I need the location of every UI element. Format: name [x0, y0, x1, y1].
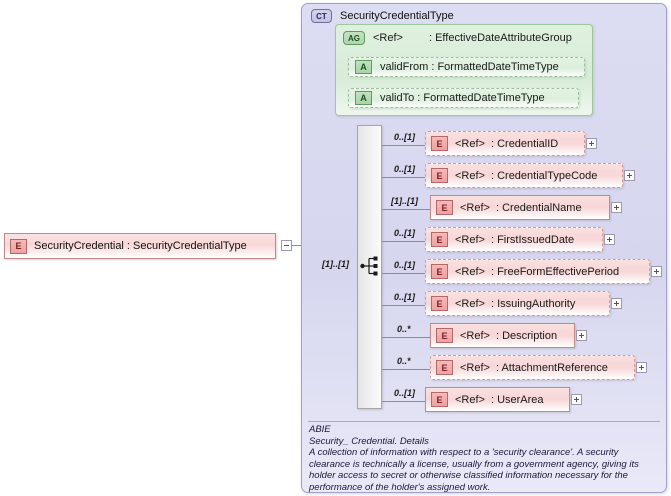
element-row-firstissueddate[interactable]: E <Ref> : FirstIssuedDate — [425, 227, 603, 252]
element-ref: <Ref> — [455, 265, 485, 278]
documentation-line-dictionary-entry: Security_ Credential. Details — [309, 435, 429, 447]
complextype-icon: CT — [311, 9, 332, 23]
attribute-icon: A — [355, 60, 372, 74]
element-icon: E — [436, 328, 453, 343]
cardinality-sequence: [1]..[1] — [322, 259, 349, 269]
cardinality-description: 0..* — [397, 324, 411, 334]
attribute-group-header: AG <Ref> : EffectiveDateAttributeGroup — [343, 31, 572, 45]
element-icon: E — [431, 136, 448, 151]
cardinality-credentialid: 0..[1] — [394, 132, 416, 142]
expand-toggle-issuingauthority[interactable] — [611, 298, 622, 309]
connector-row-4 — [382, 241, 428, 242]
attribute-row-validfrom[interactable]: A validFrom : FormattedDateTimeType — [348, 57, 585, 77]
element-ref: <Ref> — [460, 201, 490, 214]
attribute-icon: A — [355, 91, 372, 105]
element-row-freeformeffectiveperiod[interactable]: E <Ref> : FreeFormEffectivePeriod — [425, 259, 650, 284]
attribute-label: validTo : FormattedDateTimeType — [380, 92, 545, 104]
element-icon: E — [431, 392, 448, 407]
expand-toggle-credentialid[interactable] — [586, 138, 597, 149]
attribute-group-ref: <Ref> — [373, 32, 403, 44]
cardinality-issuingauthority: 0..[1] — [394, 292, 416, 302]
expand-toggle-freeformeffectiveperiod[interactable] — [651, 266, 662, 277]
expand-toggle-attachmentreference[interactable] — [636, 362, 647, 373]
element-ref: <Ref> — [455, 297, 485, 310]
documentation-line-abie: ABIE — [309, 424, 331, 435]
connector-row-9 — [382, 401, 428, 402]
documentation-block: ABIE Security_ Credential. Details A col… — [309, 424, 661, 493]
element-row-attachmentreference[interactable]: E <Ref> : AttachmentReference — [430, 355, 635, 380]
documentation-separator — [308, 421, 660, 422]
connector-row-7 — [382, 337, 432, 338]
expand-toggle-description[interactable] — [576, 330, 587, 341]
element-name: : CredentialName — [495, 201, 582, 214]
element-name: : CredentialID — [490, 137, 559, 150]
cardinality-credentialtypecode: 0..[1] — [394, 164, 416, 174]
expand-toggle-userarea[interactable] — [571, 394, 582, 405]
element-ref: <Ref> — [460, 329, 490, 342]
cardinality-credentialname: [1]..[1] — [391, 196, 418, 206]
element-name: : IssuingAuthority — [490, 297, 576, 310]
expand-toggle-credentialname[interactable] — [611, 202, 622, 213]
element-ref: <Ref> — [455, 169, 485, 182]
attribute-label: validFrom : FormattedDateTimeType — [380, 61, 559, 73]
expand-toggle-firstissueddate[interactable] — [604, 234, 615, 245]
complextype-header: CT SecurityCredentialType — [311, 9, 454, 23]
element-row-issuingauthority[interactable]: E <Ref> : IssuingAuthority — [425, 291, 610, 316]
cardinality-firstissueddate: 0..[1] — [394, 228, 416, 238]
element-name: : Description — [495, 329, 558, 342]
element-icon: E — [436, 360, 453, 375]
element-ref: <Ref> — [455, 233, 485, 246]
element-name: : FreeFormEffectivePeriod — [490, 265, 620, 278]
element-ref: <Ref> — [455, 137, 485, 150]
element-icon: E — [431, 264, 448, 279]
connector-row-1 — [382, 145, 428, 146]
element-icon: E — [431, 168, 448, 183]
cardinality-userarea: 0..[1] — [394, 388, 416, 398]
collapse-toggle-minus-icon[interactable] — [281, 240, 292, 251]
element-row-credentialname[interactable]: E <Ref> : CredentialName — [430, 195, 610, 220]
element-icon: E — [10, 238, 27, 254]
complextype-title: SecurityCredentialType — [340, 10, 454, 22]
element-ref: <Ref> — [460, 361, 490, 374]
element-row-userarea[interactable]: E <Ref> : UserArea — [425, 387, 570, 412]
cardinality-attachmentreference: 0..* — [397, 356, 411, 366]
connector-row-2 — [382, 177, 428, 178]
element-icon: E — [436, 200, 453, 215]
root-element-label: SecurityCredential : SecurityCredentialT… — [34, 240, 247, 252]
element-row-credentialtypecode[interactable]: E <Ref> : CredentialTypeCode — [425, 163, 623, 188]
expand-toggle-credentialtypecode[interactable] — [624, 170, 635, 181]
connector-row-5 — [382, 273, 428, 274]
element-name: : UserArea — [490, 393, 544, 406]
attribute-group-icon: AG — [343, 31, 365, 45]
root-element-node[interactable]: E SecurityCredential : SecurityCredentia… — [4, 233, 276, 259]
connector-row-3 — [382, 209, 430, 210]
documentation-line-definition: A collection of information with respect… — [309, 447, 639, 493]
element-icon: E — [431, 296, 448, 311]
element-name: : CredentialTypeCode — [490, 169, 598, 182]
element-ref: <Ref> — [455, 393, 485, 406]
element-icon: E — [431, 232, 448, 247]
cardinality-freeformeffectiveperiod: 0..[1] — [394, 260, 416, 270]
sequence-icon — [360, 256, 378, 276]
element-name: : FirstIssuedDate — [490, 233, 575, 246]
attribute-row-validto[interactable]: A validTo : FormattedDateTimeType — [348, 88, 579, 108]
connector-row-6 — [382, 305, 428, 306]
connector-row-8 — [382, 369, 432, 370]
element-name: : AttachmentReference — [495, 361, 608, 374]
element-row-credentialid[interactable]: E <Ref> : CredentialID — [425, 131, 585, 156]
element-row-description[interactable]: E <Ref> : Description — [430, 323, 575, 348]
attribute-group-name: : EffectiveDateAttributeGroup — [428, 32, 572, 44]
